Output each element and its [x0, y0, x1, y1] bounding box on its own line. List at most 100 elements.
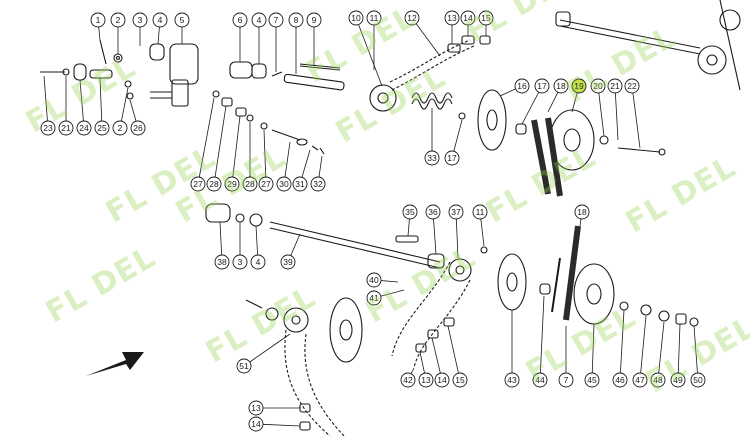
part-callout-13: 13 [248, 400, 264, 416]
leader-line [547, 92, 559, 113]
callout-number: 49 [673, 375, 683, 385]
callout-circle [280, 254, 296, 270]
callout-circle [624, 78, 640, 94]
callout-number: 25 [97, 123, 107, 133]
leader-line [455, 218, 459, 259]
callout-circle [434, 372, 450, 388]
part-callout-19: 19 [571, 78, 587, 94]
part-callout-35: 35 [402, 204, 418, 220]
part-callout-6: 6 [232, 12, 248, 28]
leader-line [539, 295, 545, 374]
callout-number: 15 [455, 375, 465, 385]
leader-line [157, 26, 160, 45]
callout-circle [292, 176, 308, 192]
callout-number: 47 [635, 375, 645, 385]
part-callout-4: 4 [250, 254, 266, 270]
callout-circle [444, 10, 460, 26]
part-callout-7: 7 [558, 372, 574, 388]
callout-circle [418, 372, 434, 388]
callout-number: 4 [256, 257, 261, 267]
callout-circle [348, 10, 364, 26]
callout-circle [76, 120, 92, 136]
callout-circle [276, 176, 292, 192]
part-callout-4: 4 [251, 12, 267, 28]
callout-circle [574, 204, 590, 220]
callout-number: 21 [61, 123, 71, 133]
part-callout-25: 25 [94, 120, 110, 136]
callout-number: 48 [653, 375, 663, 385]
part-callout-13: 13 [418, 372, 434, 388]
callout-circle [258, 176, 274, 192]
part-callout-5: 5 [174, 12, 190, 28]
leader-line [632, 92, 641, 149]
callout-number: 7 [274, 15, 279, 25]
callout-circle [40, 120, 56, 136]
callout-circle [366, 290, 382, 306]
callout-circle [590, 78, 606, 94]
callout-number: 35 [405, 207, 415, 217]
part-callout-22: 22 [624, 78, 640, 94]
callout-number: 14 [463, 13, 473, 23]
leader-line [407, 218, 410, 237]
part-callout-23: 23 [40, 120, 56, 136]
callout-number: 8 [294, 15, 299, 25]
callout-circle [248, 416, 264, 432]
callout-circle [584, 372, 600, 388]
callout-circle [553, 78, 569, 94]
part-callout-7: 7 [268, 12, 284, 28]
callout-circle [206, 176, 222, 192]
callout-circle [251, 12, 267, 28]
leader-line [598, 92, 605, 137]
leader-line [447, 325, 459, 374]
callout-number: 29 [227, 179, 237, 189]
callout-number: 36 [428, 207, 438, 217]
part-callout-44: 44 [532, 372, 548, 388]
leader-line [358, 24, 383, 87]
leader-line [433, 218, 437, 255]
leader-line [198, 97, 215, 178]
part-callout-41: 41 [366, 290, 382, 306]
part-callout-28: 28 [206, 176, 222, 192]
part-callout-27: 27 [190, 176, 206, 192]
callout-circle [444, 150, 460, 166]
callout-number: 14 [251, 419, 261, 429]
callout-circle [132, 12, 148, 28]
callout-number: 3 [138, 15, 143, 25]
leader-line [419, 351, 425, 374]
callout-number: 7 [564, 375, 569, 385]
leader-line [499, 88, 516, 97]
callout-number: 51 [239, 361, 249, 371]
callout-circle [110, 12, 126, 28]
leader-line [98, 26, 101, 41]
part-callout-15: 15 [478, 10, 494, 26]
leader-line [219, 221, 223, 256]
callout-circle [224, 176, 240, 192]
leader-line [591, 323, 595, 374]
leader-line [43, 75, 48, 122]
callout-circle [306, 12, 322, 28]
part-callout-50: 50 [690, 372, 706, 388]
callout-number: 22 [627, 81, 637, 91]
callout-number: 45 [587, 375, 597, 385]
callout-number: 16 [517, 81, 527, 91]
part-callout-18: 18 [574, 204, 590, 220]
part-callout-1: 1 [90, 12, 106, 28]
leader-line [431, 337, 441, 374]
leader-line [658, 321, 665, 374]
callout-circle [248, 400, 264, 416]
callout-number: 2 [116, 15, 121, 25]
part-callout-29: 29 [224, 176, 240, 192]
part-callout-33: 33 [424, 150, 440, 166]
callout-number: 42 [403, 375, 413, 385]
leader-line [249, 333, 291, 363]
leader-line [480, 218, 485, 247]
callout-circle [452, 372, 468, 388]
callout-number: 13 [421, 375, 431, 385]
leader-line [262, 423, 301, 427]
leader-line [693, 325, 698, 374]
callout-number: 5 [180, 15, 185, 25]
callout-number: 4 [158, 15, 163, 25]
callout-circle [152, 12, 168, 28]
callout-number: 40 [369, 275, 379, 285]
